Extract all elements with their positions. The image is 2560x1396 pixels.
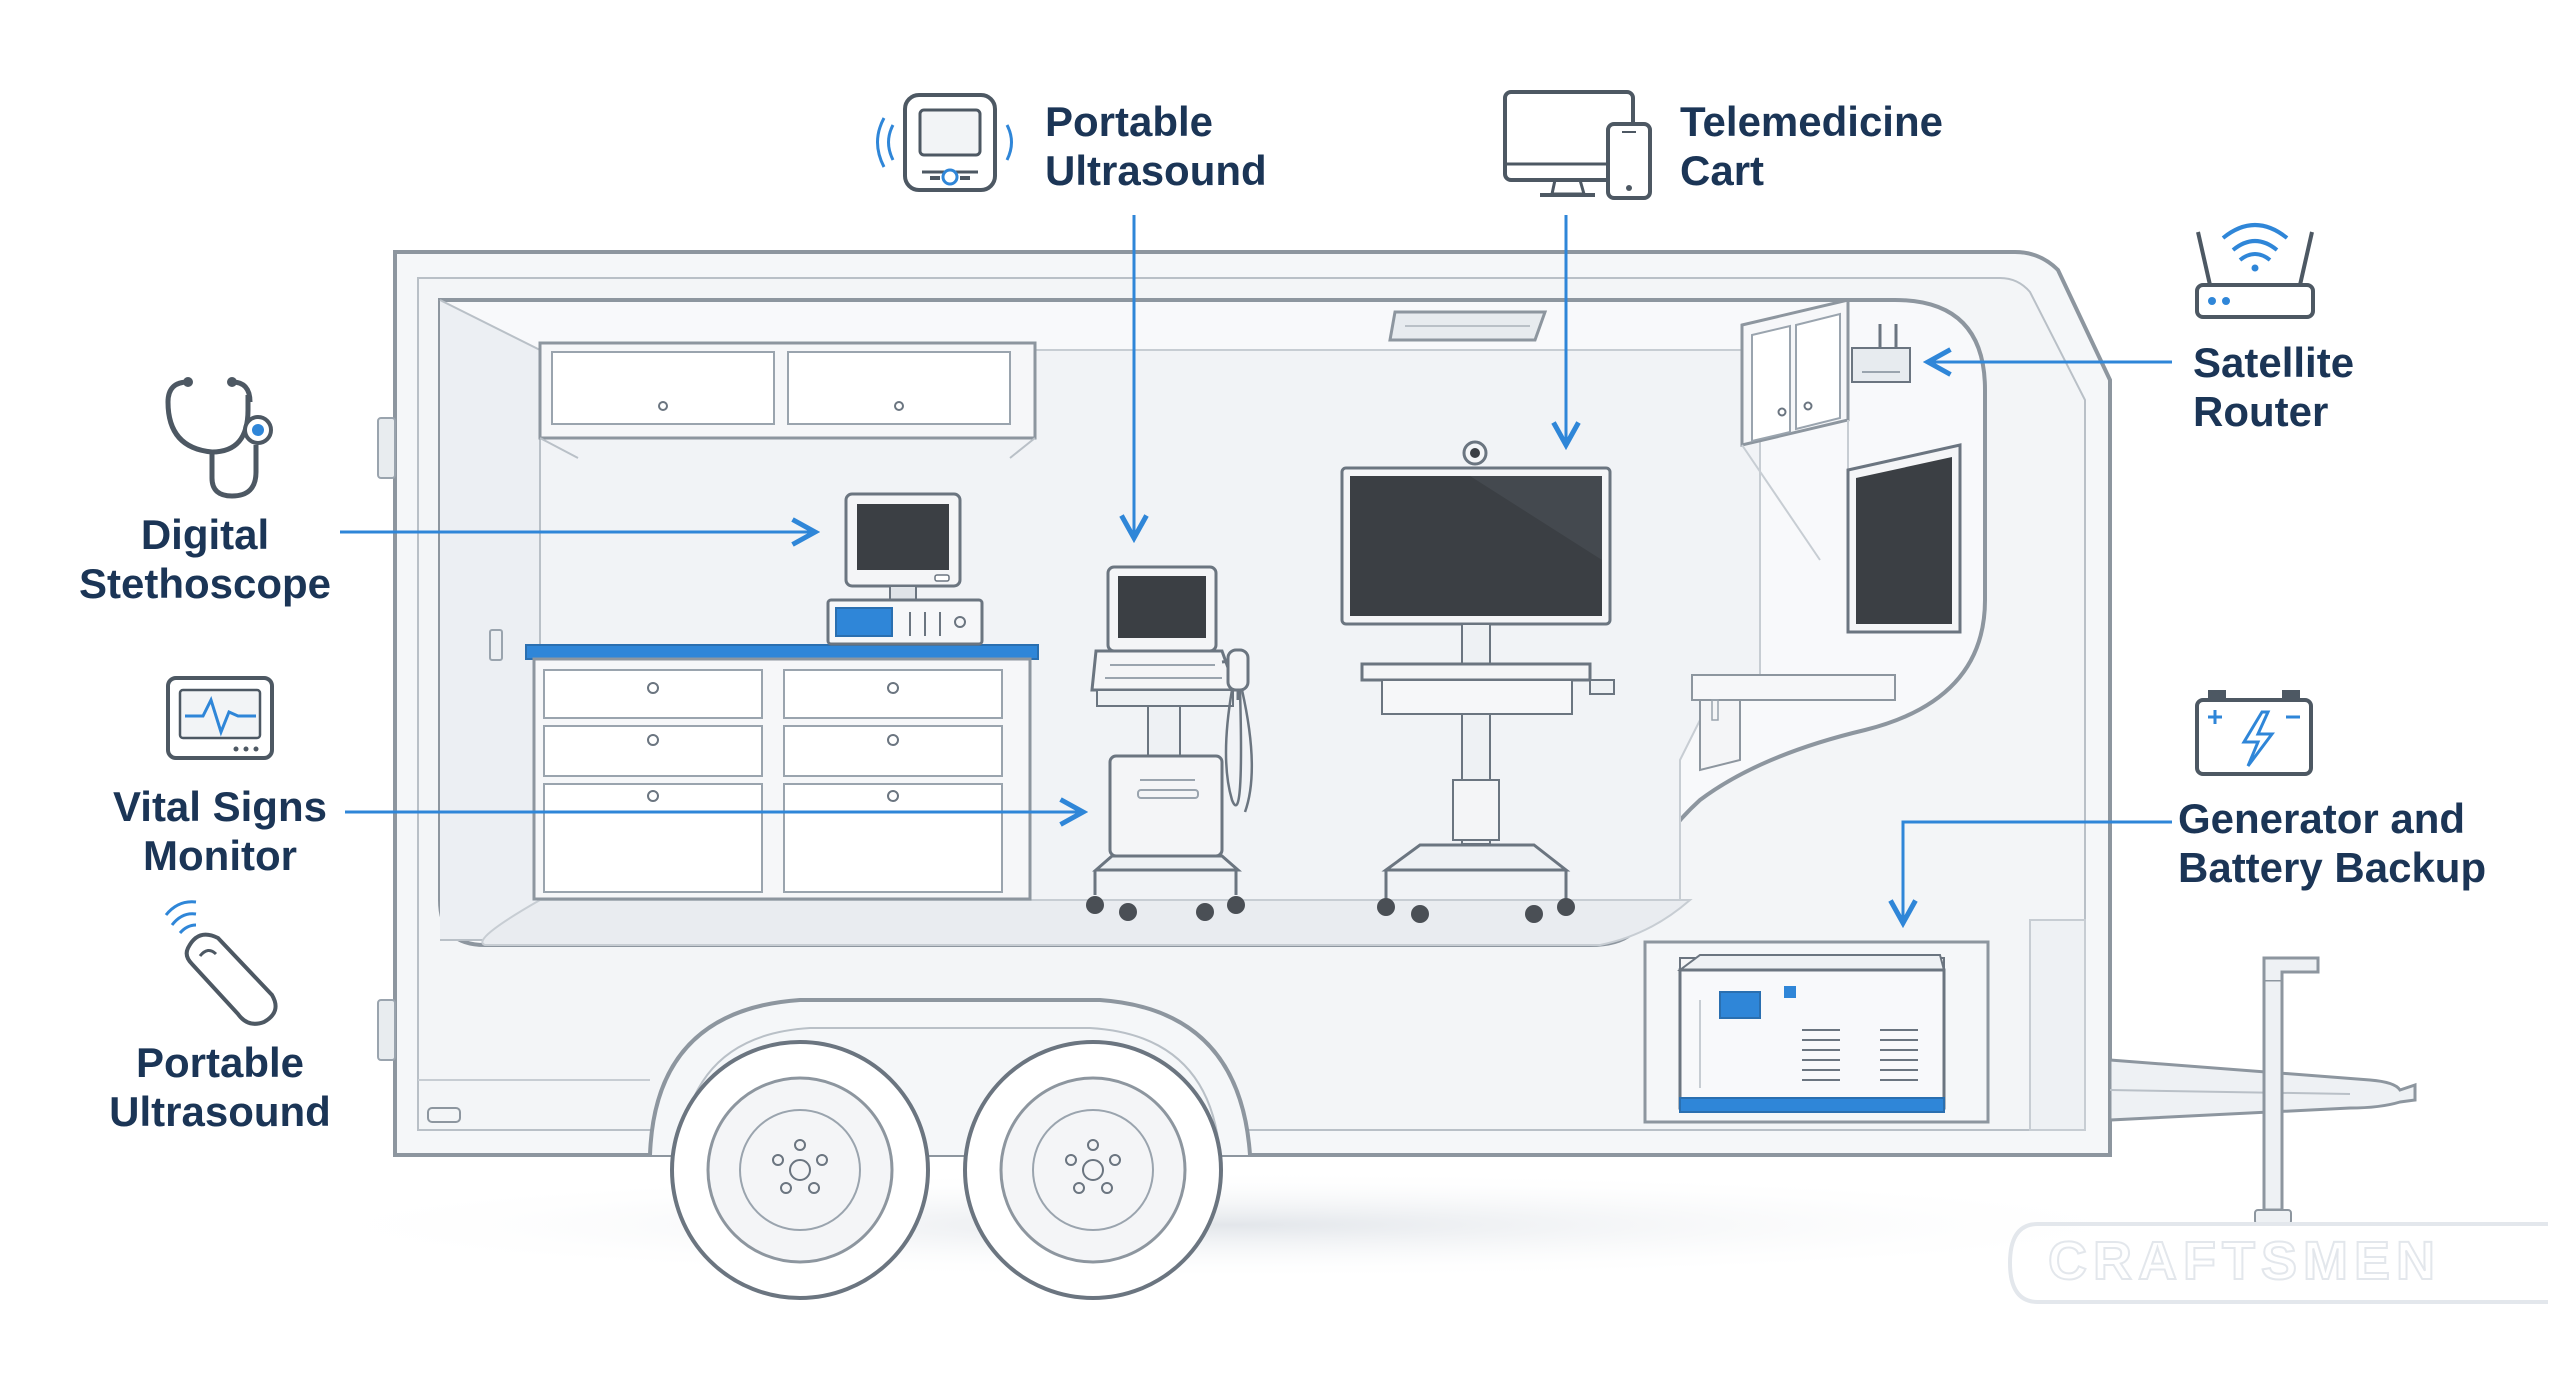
generator-bay bbox=[1643, 940, 1990, 1124]
telemedicine-devices-icon bbox=[1503, 90, 1652, 200]
label-line: Battery Backup bbox=[2178, 844, 2487, 891]
label-line: Cart bbox=[1680, 147, 1765, 194]
label-telemedicine-cart: Telemedicine Cart bbox=[1680, 97, 1943, 195]
ultrasound-probe-icon bbox=[164, 900, 278, 1026]
vital-signs-monitor-icon bbox=[166, 676, 274, 760]
label-digital-stethoscope: Digital Stethoscope bbox=[60, 510, 350, 608]
label-line: Vital Signs bbox=[113, 783, 327, 830]
ultrasound-cart bbox=[1086, 565, 1254, 921]
label-portable-ultrasound-top: Portable Ultrasound bbox=[1045, 97, 1267, 195]
watermark-logo: CRAFTSMEN bbox=[2008, 1222, 2548, 1304]
wheel-front bbox=[963, 1040, 1223, 1300]
label-line: Portable bbox=[135, 1039, 305, 1086]
wifi-router-icon bbox=[2195, 223, 2315, 319]
label-line: Generator and bbox=[2178, 795, 2466, 842]
arrow-generator bbox=[1903, 820, 2172, 923]
label-line: Portable bbox=[1045, 98, 1214, 145]
counter-monitor bbox=[826, 492, 984, 646]
label-generator-battery-backup: Generator and Battery Backup bbox=[2178, 794, 2486, 892]
front-wall-equipment bbox=[1691, 298, 1962, 772]
watermark-text: CRAFTSMEN bbox=[2047, 1230, 2441, 1292]
label-vital-signs-monitor: Vital Signs Monitor bbox=[90, 782, 350, 880]
label-line: Stethoscope bbox=[78, 560, 332, 607]
label-line: Ultrasound bbox=[1045, 147, 1267, 194]
label-line: Satellite bbox=[2193, 339, 2355, 386]
label-portable-ultrasound-bottom: Portable Ultrasound bbox=[90, 1038, 350, 1136]
label-line: Monitor bbox=[143, 832, 297, 879]
wheel-rear bbox=[670, 1040, 930, 1300]
trailer-hitch bbox=[2108, 956, 2417, 1225]
interior-cutaway bbox=[438, 298, 1987, 947]
telemedicine-cart-illustration bbox=[1340, 440, 1615, 923]
label-line: Telemedicine bbox=[1680, 98, 1943, 145]
ultrasound-device-icon bbox=[876, 93, 1013, 192]
stethoscope-icon bbox=[165, 377, 273, 499]
upper-cabinets bbox=[538, 341, 1037, 459]
label-line: Router bbox=[2193, 388, 2329, 435]
ground-shadow bbox=[270, 1170, 2190, 1280]
callout-arrows bbox=[340, 215, 2172, 923]
label-line: Digital bbox=[140, 511, 270, 558]
label-satellite-router: Satellite Router bbox=[2193, 338, 2354, 436]
battery-icon bbox=[2195, 690, 2313, 776]
label-line: Ultrasound bbox=[109, 1088, 331, 1135]
counter-drawers bbox=[525, 644, 1039, 901]
